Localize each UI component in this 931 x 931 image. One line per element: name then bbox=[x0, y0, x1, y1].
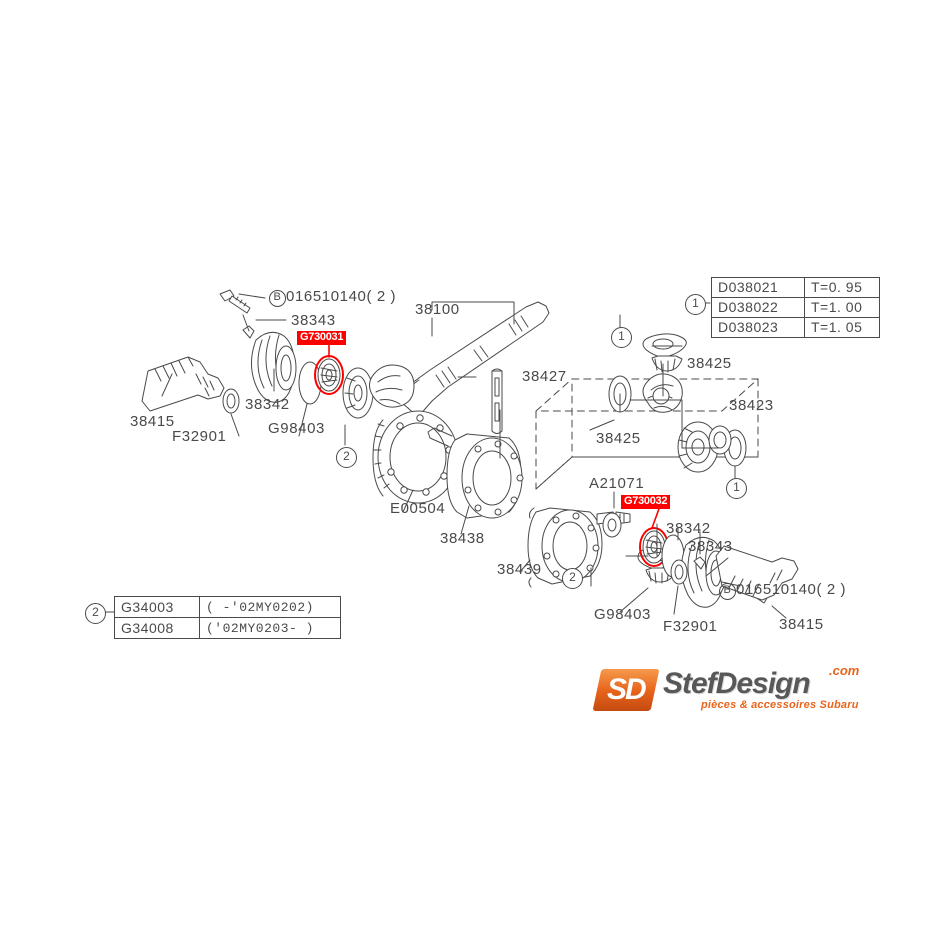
part-G730031-seal bbox=[317, 358, 341, 392]
part-38438-diff-case bbox=[427, 427, 524, 519]
part-F32901-right bbox=[670, 559, 688, 585]
part-F32901-left bbox=[222, 388, 240, 414]
part-38423-b bbox=[677, 421, 719, 473]
my-range: ( -'02MY0202) bbox=[206, 600, 314, 615]
shim-thickness: T=1. 05 bbox=[804, 317, 880, 338]
label-38343-right: 38343 bbox=[688, 538, 733, 555]
shim-part-number: D038021 bbox=[711, 277, 805, 298]
part-38343-left bbox=[242, 325, 255, 339]
shim-thickness: T=0. 95 bbox=[804, 277, 880, 298]
watermark-logo: SD StefDesign .com pièces & accessoires … bbox=[592, 663, 869, 719]
shim-thickness: T=1. 00 bbox=[804, 297, 880, 318]
table-row: D038021 T=0. 95 bbox=[711, 277, 880, 298]
label-38342-right: 38342 bbox=[666, 520, 711, 537]
label-38425-upper: 38425 bbox=[687, 355, 732, 372]
watermark-badge-text: SD bbox=[607, 673, 647, 706]
part-G98403-left bbox=[298, 361, 322, 405]
watermark-tagline: pièces & accessoires Subaru bbox=[701, 699, 859, 711]
part-38342-left-inner bbox=[342, 367, 374, 419]
label-38415-right: 38415 bbox=[779, 616, 824, 633]
label-E00504: E00504 bbox=[390, 500, 446, 517]
label-38100: 38100 bbox=[415, 301, 460, 318]
label-F32901-right: F32901 bbox=[663, 618, 718, 635]
shim-thickness-table: D038021 T=0. 95 D038022 T=1. 00 D038023 … bbox=[711, 277, 880, 338]
label-G98403-left: G98403 bbox=[268, 420, 325, 437]
part-38423-c bbox=[708, 425, 732, 455]
watermark-domain: .com bbox=[829, 663, 860, 678]
my-part-number: G34008 bbox=[114, 617, 200, 639]
bolt-qty-left: ( 2 ) bbox=[366, 288, 397, 305]
marker-2-right: 2 bbox=[562, 568, 583, 589]
part-38342-left bbox=[251, 331, 297, 403]
bolt-qty-right: ( 2 ) bbox=[816, 581, 847, 598]
marker-1-upper: 1 bbox=[611, 327, 632, 348]
label-38415-left: 38415 bbox=[130, 413, 175, 430]
part-38415-right bbox=[715, 545, 799, 601]
part-38415-left bbox=[141, 356, 225, 412]
part-38342-right bbox=[681, 536, 727, 608]
part-small-gear-right bbox=[602, 512, 622, 538]
part-E00504-ring-gear bbox=[372, 410, 459, 504]
label-38425-lower: 38425 bbox=[596, 430, 641, 447]
model-year-table: G34003 ( -'02MY0202) G34008 ('02MY0203- … bbox=[114, 596, 341, 639]
label-F32901-left: F32901 bbox=[172, 428, 227, 445]
table-row: D038022 T=1. 00 bbox=[711, 297, 880, 318]
part-38100-pinion-shaft bbox=[399, 301, 550, 418]
part-38343-right bbox=[693, 556, 706, 570]
label-38438: 38438 bbox=[440, 530, 485, 547]
bolt-number-right: 016510140 bbox=[736, 581, 817, 598]
part-016510140-left bbox=[219, 289, 251, 314]
label-A21071: A21071 bbox=[589, 475, 645, 492]
part-38100-pinion-head bbox=[369, 364, 415, 408]
table-row: G34003 ( -'02MY0202) bbox=[114, 596, 341, 618]
marker-2-left: 2 bbox=[336, 447, 357, 468]
label-38343-left: 38343 bbox=[291, 312, 336, 329]
marker-1-shim-table: 1 bbox=[685, 294, 706, 315]
marker-2-my-table: 2 bbox=[85, 603, 106, 624]
label-38439: 38439 bbox=[497, 561, 542, 578]
marker-1-right: 1 bbox=[726, 478, 747, 499]
label-38342-left: 38342 bbox=[245, 396, 290, 413]
label-38427: 38427 bbox=[522, 368, 567, 385]
shim-part-number: D038023 bbox=[711, 317, 805, 338]
table-row: G34008 ('02MY0203- ) bbox=[114, 617, 341, 639]
part-38439-diff-cover bbox=[527, 507, 603, 588]
marker-b-icon-left: B bbox=[269, 290, 286, 307]
bolt-number-left: 016510140 bbox=[286, 288, 367, 305]
my-part-number: G34003 bbox=[114, 596, 200, 618]
shim-part-number: D038022 bbox=[711, 297, 805, 318]
highlight-label-G730031: G730031 bbox=[297, 331, 347, 345]
label-G98403-right: G98403 bbox=[594, 606, 651, 623]
watermark-brand-name: StefDesign bbox=[663, 667, 811, 700]
part-38425-upper bbox=[642, 333, 687, 373]
highlight-label-G730032: G730032 bbox=[621, 495, 671, 509]
table-row: D038023 T=1. 05 bbox=[711, 317, 880, 338]
my-range: ('02MY0203- ) bbox=[206, 621, 314, 636]
label-38423: 38423 bbox=[729, 397, 774, 414]
marker-b-icon-right: B bbox=[719, 583, 736, 600]
